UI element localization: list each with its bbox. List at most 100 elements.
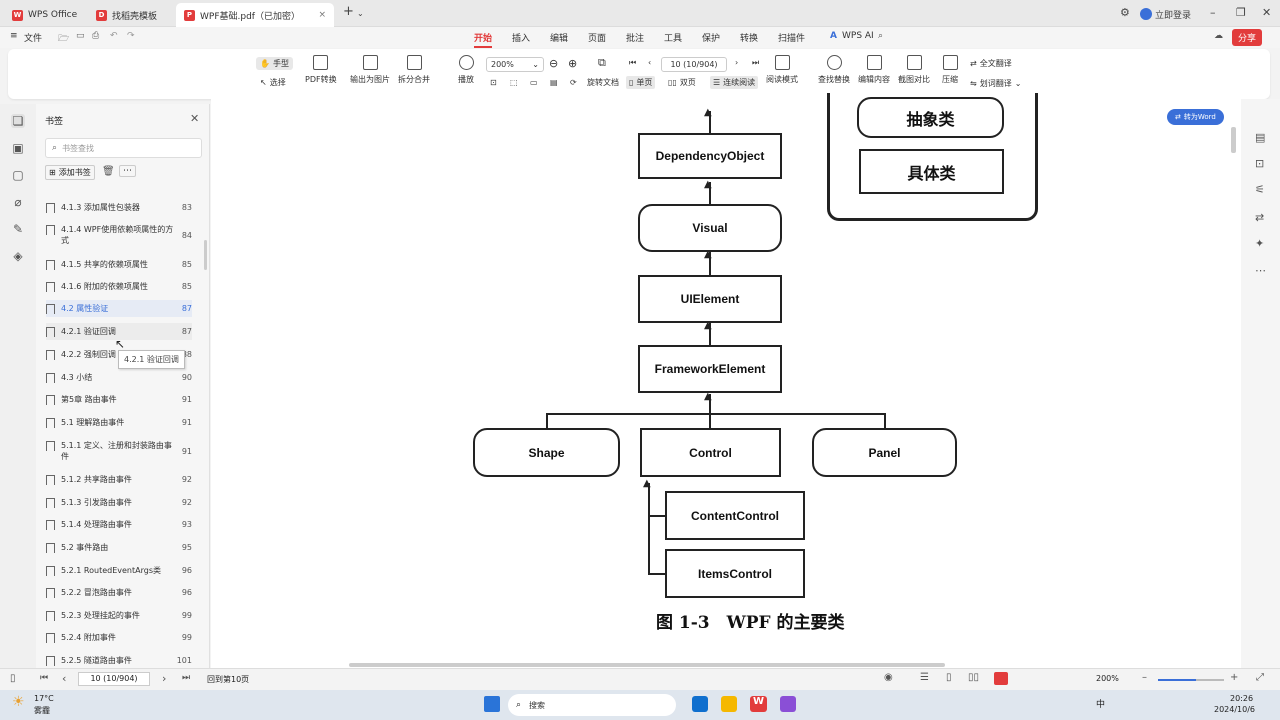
- weather-desc[interactable]: 雾霾: [34, 706, 50, 715]
- layers-icon[interactable]: ◈: [13, 249, 23, 263]
- zoom-out-icon[interactable]: ⊖: [549, 57, 559, 70]
- menu-edit[interactable]: 编辑: [550, 34, 569, 44]
- edit-content-button[interactable]: 编辑内容: [858, 55, 890, 85]
- maximize-icon[interactable]: ❐: [1236, 6, 1246, 19]
- more-icon[interactable]: ⋯: [1255, 264, 1266, 277]
- bookmark-panel-icon[interactable]: ❏: [11, 114, 25, 128]
- find-replace-button[interactable]: 查找替换: [818, 55, 850, 85]
- tab-list-chevron-icon[interactable]: ⌄: [357, 9, 364, 18]
- first-page-icon[interactable]: ⏮: [40, 673, 49, 683]
- screenshot-compare-button[interactable]: 截图对比: [898, 55, 930, 85]
- menu-icon[interactable]: ≡: [10, 31, 18, 41]
- sidebar-scrollbar[interactable]: [204, 240, 207, 270]
- zoom-level[interactable]: 200%: [1096, 674, 1119, 683]
- zoom-select[interactable]: 200%⌄: [486, 57, 544, 72]
- first-page-icon[interactable]: ⏮: [629, 58, 637, 67]
- play-button[interactable]: 播放: [458, 55, 474, 85]
- menu-tools[interactable]: 工具: [664, 34, 683, 44]
- fit-icon[interactable]: ⧉: [598, 56, 606, 69]
- sliders-icon[interactable]: ⚟: [1255, 183, 1265, 196]
- menu-scan[interactable]: 扫描件: [778, 34, 806, 44]
- zoom-out-icon[interactable]: –: [1142, 672, 1147, 683]
- settings-icon[interactable]: ⚙: [1120, 6, 1130, 19]
- redo-icon[interactable]: ↷: [127, 31, 135, 41]
- more-icon[interactable]: ⋯: [119, 165, 136, 177]
- wps-taskbar-icon[interactable]: W: [750, 696, 767, 712]
- prev-page-icon[interactable]: ‹: [62, 672, 67, 685]
- clock-date[interactable]: 2024/10/6: [1214, 705, 1256, 714]
- cloud-icon[interactable]: ☁: [1214, 31, 1223, 41]
- menu-insert[interactable]: 插入: [512, 34, 531, 44]
- close-icon[interactable]: ✕: [1262, 6, 1272, 19]
- thumbnail-icon[interactable]: ▣: [12, 141, 24, 155]
- tab-template[interactable]: D 找稻壳模板: [88, 3, 165, 27]
- status-page-input[interactable]: 10 (10/904): [78, 672, 150, 686]
- word-translate-button[interactable]: ⇋划词翻译⌄: [970, 78, 1021, 89]
- clock-time[interactable]: 20:26: [1230, 694, 1254, 703]
- sidebar-toggle-icon[interactable]: ▯: [10, 673, 16, 684]
- zoom-in-icon[interactable]: +: [1230, 672, 1239, 683]
- save-icon[interactable]: ▭: [76, 31, 85, 41]
- back-to-page-link[interactable]: 回到第10页: [207, 675, 250, 684]
- scan-icon[interactable]: ⊡: [1255, 157, 1265, 170]
- minimize-icon[interactable]: –: [1210, 6, 1216, 19]
- pdf-convert-button[interactable]: PDF转换: [305, 55, 337, 85]
- menu-page[interactable]: 页面: [588, 34, 607, 44]
- compress-button[interactable]: 压缩: [942, 55, 958, 85]
- horizontal-scrollbar[interactable]: [349, 663, 945, 667]
- app-store-icon[interactable]: [692, 696, 708, 712]
- next-page-icon[interactable]: ›: [162, 672, 167, 685]
- tab-close-icon[interactable]: ×: [318, 10, 326, 20]
- menu-convert[interactable]: 转换: [740, 34, 759, 44]
- weather-temp[interactable]: 17°C: [34, 694, 54, 703]
- taskbar-search-input[interactable]: ⌕搜索: [508, 694, 676, 716]
- eye-icon[interactable]: ◉: [884, 672, 893, 683]
- read-mode-button[interactable]: 阅读模式: [766, 55, 798, 85]
- double-page-button[interactable]: ▯▯双页: [668, 77, 696, 88]
- prev-page-icon[interactable]: ‹: [648, 58, 652, 67]
- double-view-icon[interactable]: ▯▯: [968, 672, 980, 683]
- rotate-doc-button[interactable]: 旋转文档: [587, 77, 619, 88]
- last-page-icon[interactable]: ⏭: [752, 58, 760, 67]
- properties-icon[interactable]: ▤: [1255, 131, 1266, 144]
- avatar[interactable]: [1140, 8, 1152, 20]
- last-page-icon[interactable]: ⏭: [182, 673, 191, 683]
- single-view-icon[interactable]: ▯: [946, 672, 952, 683]
- play-icon[interactable]: [994, 672, 1008, 685]
- rotate-icon[interactable]: ⟳: [570, 78, 577, 87]
- menu-annotate[interactable]: 批注: [626, 34, 645, 44]
- new-tab-icon[interactable]: +: [343, 4, 354, 19]
- continuous-read-button[interactable]: ☰连续阅读: [710, 76, 759, 89]
- login-link[interactable]: 立即登录: [1155, 11, 1192, 21]
- continuous-view-icon[interactable]: ☰: [920, 672, 929, 683]
- bookmark-search-input[interactable]: ⌕ 书签查找: [45, 138, 202, 158]
- sidebar-close-icon[interactable]: ✕: [190, 112, 200, 125]
- add-bookmark-button[interactable]: ⊞添加书签: [45, 165, 95, 180]
- single-page-button[interactable]: ▯单页: [626, 76, 656, 89]
- zoom-in-icon[interactable]: ⊕: [568, 57, 578, 70]
- undo-icon[interactable]: ↶: [110, 31, 118, 41]
- insert-icon[interactable]: ▤: [550, 78, 558, 87]
- delete-icon[interactable]: 🗑: [102, 166, 115, 177]
- menu-start[interactable]: 开始: [474, 31, 493, 48]
- open-icon[interactable]: 🗁: [58, 34, 70, 44]
- vertical-scrollbar[interactable]: [1231, 127, 1236, 153]
- menu-wps-ai[interactable]: WPS AI: [842, 31, 874, 41]
- visual-studio-icon[interactable]: [780, 696, 796, 712]
- print-icon[interactable]: ⎙: [92, 31, 100, 41]
- page-input[interactable]: 10 (10/904): [661, 57, 727, 72]
- tab-document[interactable]: P WPF基础.pdf（已加密） ×: [176, 3, 334, 27]
